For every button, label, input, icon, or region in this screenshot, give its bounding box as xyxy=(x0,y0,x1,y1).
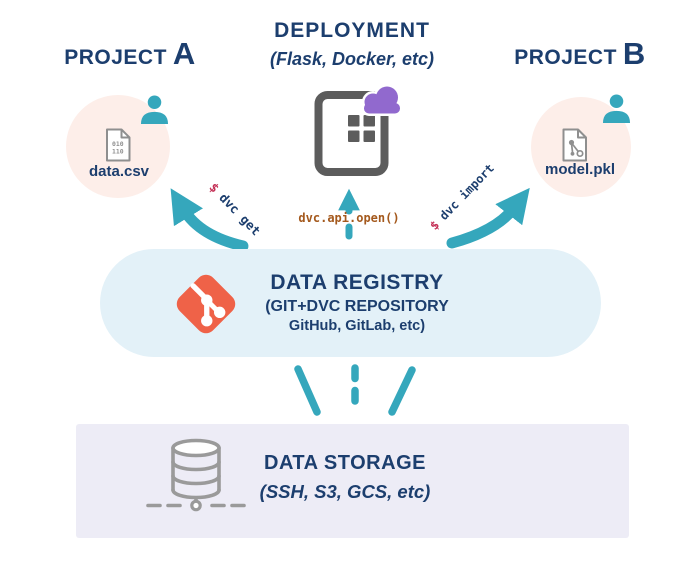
project-b-title: PROJECT B xyxy=(514,36,646,72)
registry-subtitle-line2: GitHub, GitLab, etc) xyxy=(288,318,426,334)
registry-storage-links xyxy=(294,364,416,416)
deployment-subtitle: (Flask, Docker, etc) xyxy=(269,49,435,69)
registry-title: DATA REGISTRY xyxy=(270,271,444,294)
git-icon xyxy=(176,274,236,334)
data-storage-panel xyxy=(76,424,629,538)
binary-bits-line2: 110 xyxy=(112,148,124,156)
project-a-file-label: data.csv xyxy=(88,163,150,180)
storage-subtitle: (SSH, S3, GCS, etc) xyxy=(259,481,431,502)
dvc-import-command-label: $dvc import xyxy=(427,161,497,233)
left-link-line xyxy=(294,365,321,416)
model-file-icon xyxy=(562,128,587,162)
binary-bits-line1: 010 xyxy=(112,140,124,148)
database-icon xyxy=(146,438,246,512)
app-squares xyxy=(348,115,375,142)
api-open-command-label: dvc.api.open() xyxy=(298,211,400,225)
dvc-import-text: dvc import xyxy=(436,161,497,223)
dvc-get-text: dvc get xyxy=(216,190,264,239)
registry-subtitle-line1: (GIT+DVC REPOSITORY xyxy=(265,298,449,315)
graph-glyph xyxy=(568,139,584,158)
dvc-get-command-label: $dvc get xyxy=(206,180,263,239)
storage-title: DATA STORAGE xyxy=(264,452,426,474)
person-b-icon xyxy=(602,94,631,123)
deployment-device-icon xyxy=(314,84,403,176)
project-a-label: PROJECT xyxy=(64,46,167,69)
project-a-title: PROJECT A xyxy=(64,36,196,72)
project-b-file-label: model.pkl xyxy=(544,161,616,178)
dvc-import-arrow xyxy=(446,187,530,249)
dvc-import-prompt: $ xyxy=(427,217,443,233)
binary-file-icon: 010 110 xyxy=(106,128,131,162)
project-b-letter: B xyxy=(622,36,646,71)
right-link-line xyxy=(388,366,416,416)
project-a-letter: A xyxy=(172,36,196,71)
dvc-get-prompt: $ xyxy=(206,179,223,196)
deployment-title: DEPLOYMENT xyxy=(274,19,430,42)
project-b-label: PROJECT xyxy=(514,46,617,69)
cloud-icon xyxy=(361,84,403,116)
person-a-icon xyxy=(140,95,169,124)
